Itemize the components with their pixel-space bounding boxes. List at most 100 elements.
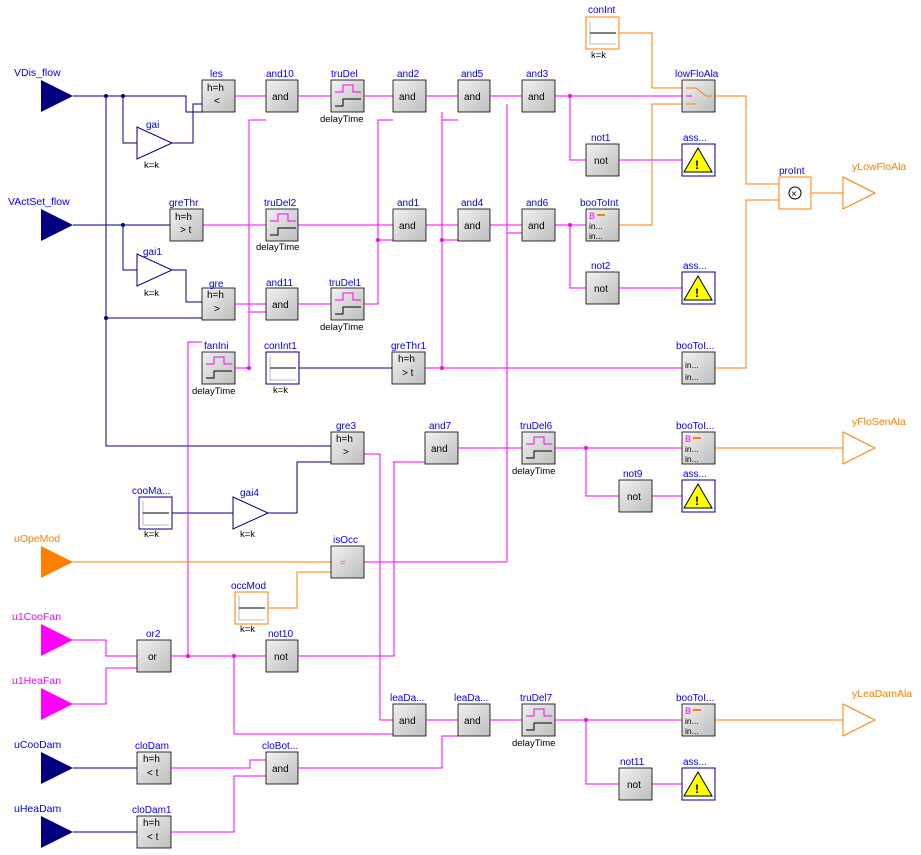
integer-connections <box>73 32 843 721</box>
block-and6[interactable]: and6 and <box>521 198 556 242</box>
svg-text:ass...: ass... <box>683 469 707 480</box>
block-leada-1[interactable]: leaDa... and <box>390 693 427 737</box>
block-gre[interactable]: gre h=h > <box>201 279 236 321</box>
block-occmod[interactable]: occMod k=k <box>231 581 269 635</box>
svg-text:k=k: k=k <box>273 385 288 396</box>
block-lowfloala[interactable]: lowFloAla <box>675 69 719 113</box>
svg-text:leaDa...: leaDa... <box>390 693 424 704</box>
output-yflosenala[interactable]: yFloSenAla <box>842 416 906 465</box>
block-leada-2[interactable]: leaDa... and <box>454 693 491 737</box>
block-assert-1[interactable]: ! ass... <box>681 133 716 177</box>
input-vdis-flow[interactable]: VDis_flow <box>14 67 73 112</box>
block-assert-3[interactable]: ! ass... <box>681 469 716 513</box>
svg-text:h=h: h=h <box>143 754 160 765</box>
svg-text:k=k: k=k <box>144 529 159 540</box>
block-grethr1[interactable]: greThr1 h=h > t <box>391 341 426 385</box>
svg-text:isOcc: isOcc <box>333 535 358 546</box>
block-not2[interactable]: not2 not <box>585 261 620 305</box>
block-and7[interactable]: and7 and <box>424 421 459 465</box>
svg-text:proInt: proInt <box>779 166 805 177</box>
svg-text:gai4: gai4 <box>240 488 259 499</box>
input-u1coofan[interactable]: u1CooFan <box>12 611 73 656</box>
block-cooma[interactable]: cooMa... k=k <box>132 486 173 540</box>
svg-text:uCooDam: uCooDam <box>14 739 62 751</box>
svg-text:cloDam: cloDam <box>135 741 169 752</box>
block-and10[interactable]: and10 and <box>265 69 299 113</box>
block-proint[interactable]: × proInt <box>778 166 812 210</box>
svg-text:and: and <box>464 221 481 232</box>
block-and2[interactable]: and2 and <box>392 69 427 113</box>
svg-text:not: not <box>627 492 641 503</box>
svg-text:> t: > t <box>402 368 414 379</box>
block-bootoint-2[interactable]: B in... in... booToI... <box>676 421 716 465</box>
block-conint[interactable]: conInt k=k <box>585 5 620 61</box>
block-bootoint-1[interactable]: in... in... booToI... <box>676 341 716 385</box>
svg-text:VDis_flow: VDis_flow <box>14 67 61 79</box>
svg-text:k=k: k=k <box>144 160 159 171</box>
block-and11[interactable]: and11 and <box>265 278 299 321</box>
block-conint1[interactable]: conInt1 k=k <box>264 341 300 396</box>
warning-icon: ! <box>695 158 699 172</box>
block-and4[interactable]: and4 and <box>457 198 491 242</box>
block-fanini[interactable]: fanIni delayTime <box>192 341 235 397</box>
block-not10[interactable]: not10 not <box>265 629 299 673</box>
block-clobot[interactable]: cloBot... and <box>262 741 299 785</box>
svg-text:and: and <box>272 300 289 311</box>
block-assert-2[interactable]: ! ass... <box>681 261 716 305</box>
svg-text:not1: not1 <box>591 133 611 144</box>
svg-text:< t: < t <box>147 832 159 843</box>
svg-text:greThr: greThr <box>169 198 199 209</box>
block-not1[interactable]: not1 not <box>585 133 620 177</box>
svg-text:booToInt: booToInt <box>580 198 619 209</box>
block-bootoint-3[interactable]: B in... in... booToI... <box>676 693 716 737</box>
svg-text:gai1: gai1 <box>143 247 162 258</box>
svg-text:in...: in... <box>589 231 603 241</box>
svg-text:cloBot...: cloBot... <box>262 741 298 752</box>
input-uheadam[interactable]: uHeaDam <box>14 803 73 848</box>
block-and5[interactable]: and5 and <box>457 69 491 113</box>
svg-text:cooMa...: cooMa... <box>132 486 170 497</box>
block-trudel[interactable]: truDel delayTime <box>320 69 365 125</box>
block-trudel6[interactable]: truDel6 delayTime <box>512 421 555 477</box>
svg-text:greThr1: greThr1 <box>391 341 426 352</box>
svg-text:gre3: gre3 <box>336 421 356 432</box>
block-clodam[interactable]: cloDam h=h < t <box>135 741 172 785</box>
svg-text:not: not <box>627 780 641 791</box>
block-isocc[interactable]: = isOcc <box>330 535 365 579</box>
block-assert-4[interactable]: ! ass... <box>681 757 716 801</box>
block-not9[interactable]: not9 not <box>618 469 653 513</box>
block-or2[interactable]: or2 or <box>136 629 172 673</box>
svg-text:cloDam1: cloDam1 <box>132 805 172 816</box>
output-yleadamala[interactable]: yLeaDamAla <box>842 688 912 737</box>
warning-icon: ! <box>695 494 699 508</box>
input-u1heafan[interactable]: u1HeaFan <box>12 675 73 720</box>
svg-text:h=h: h=h <box>175 212 192 223</box>
svg-text:truDel: truDel <box>331 69 358 80</box>
block-gai[interactable]: gai k=k <box>136 120 174 171</box>
block-and1[interactable]: and1 and <box>392 198 427 242</box>
svg-text:and: and <box>431 444 448 455</box>
block-trudel1[interactable]: truDel1 delayTime <box>320 278 365 333</box>
block-gai1[interactable]: gai1 k=k <box>136 247 174 299</box>
input-uopemod[interactable]: uOpeMod <box>14 533 73 578</box>
input-ucoodam[interactable]: uCooDam <box>14 739 73 784</box>
svg-text:in...: in... <box>685 372 699 382</box>
block-not11[interactable]: not11 not <box>618 757 653 801</box>
block-gre3[interactable]: gre3 h=h > <box>330 421 365 465</box>
block-les[interactable]: les h=h < <box>201 69 236 113</box>
svg-text:delayTime: delayTime <box>512 466 555 477</box>
svg-text:B: B <box>685 434 691 444</box>
svg-text:delayTime: delayTime <box>320 114 363 125</box>
output-ylowfloala[interactable]: yLowFloAla <box>842 161 906 210</box>
block-clodam1[interactable]: cloDam1 h=h < t <box>132 805 172 849</box>
input-vactset-flow[interactable]: VActSet_flow <box>8 196 73 241</box>
svg-text:conInt1: conInt1 <box>264 341 297 352</box>
block-bootoint[interactable]: B in... in... booToInt <box>580 198 620 242</box>
svg-text:ass...: ass... <box>683 133 707 144</box>
block-gai4[interactable]: gai4 k=k <box>232 488 270 540</box>
block-trudel7[interactable]: truDel7 delayTime <box>512 693 555 749</box>
block-grethr[interactable]: greThr h=h > t <box>169 198 204 242</box>
block-and3[interactable]: and3 and <box>521 69 556 113</box>
block-trudel2[interactable]: truDel2 delayTime <box>256 198 299 253</box>
